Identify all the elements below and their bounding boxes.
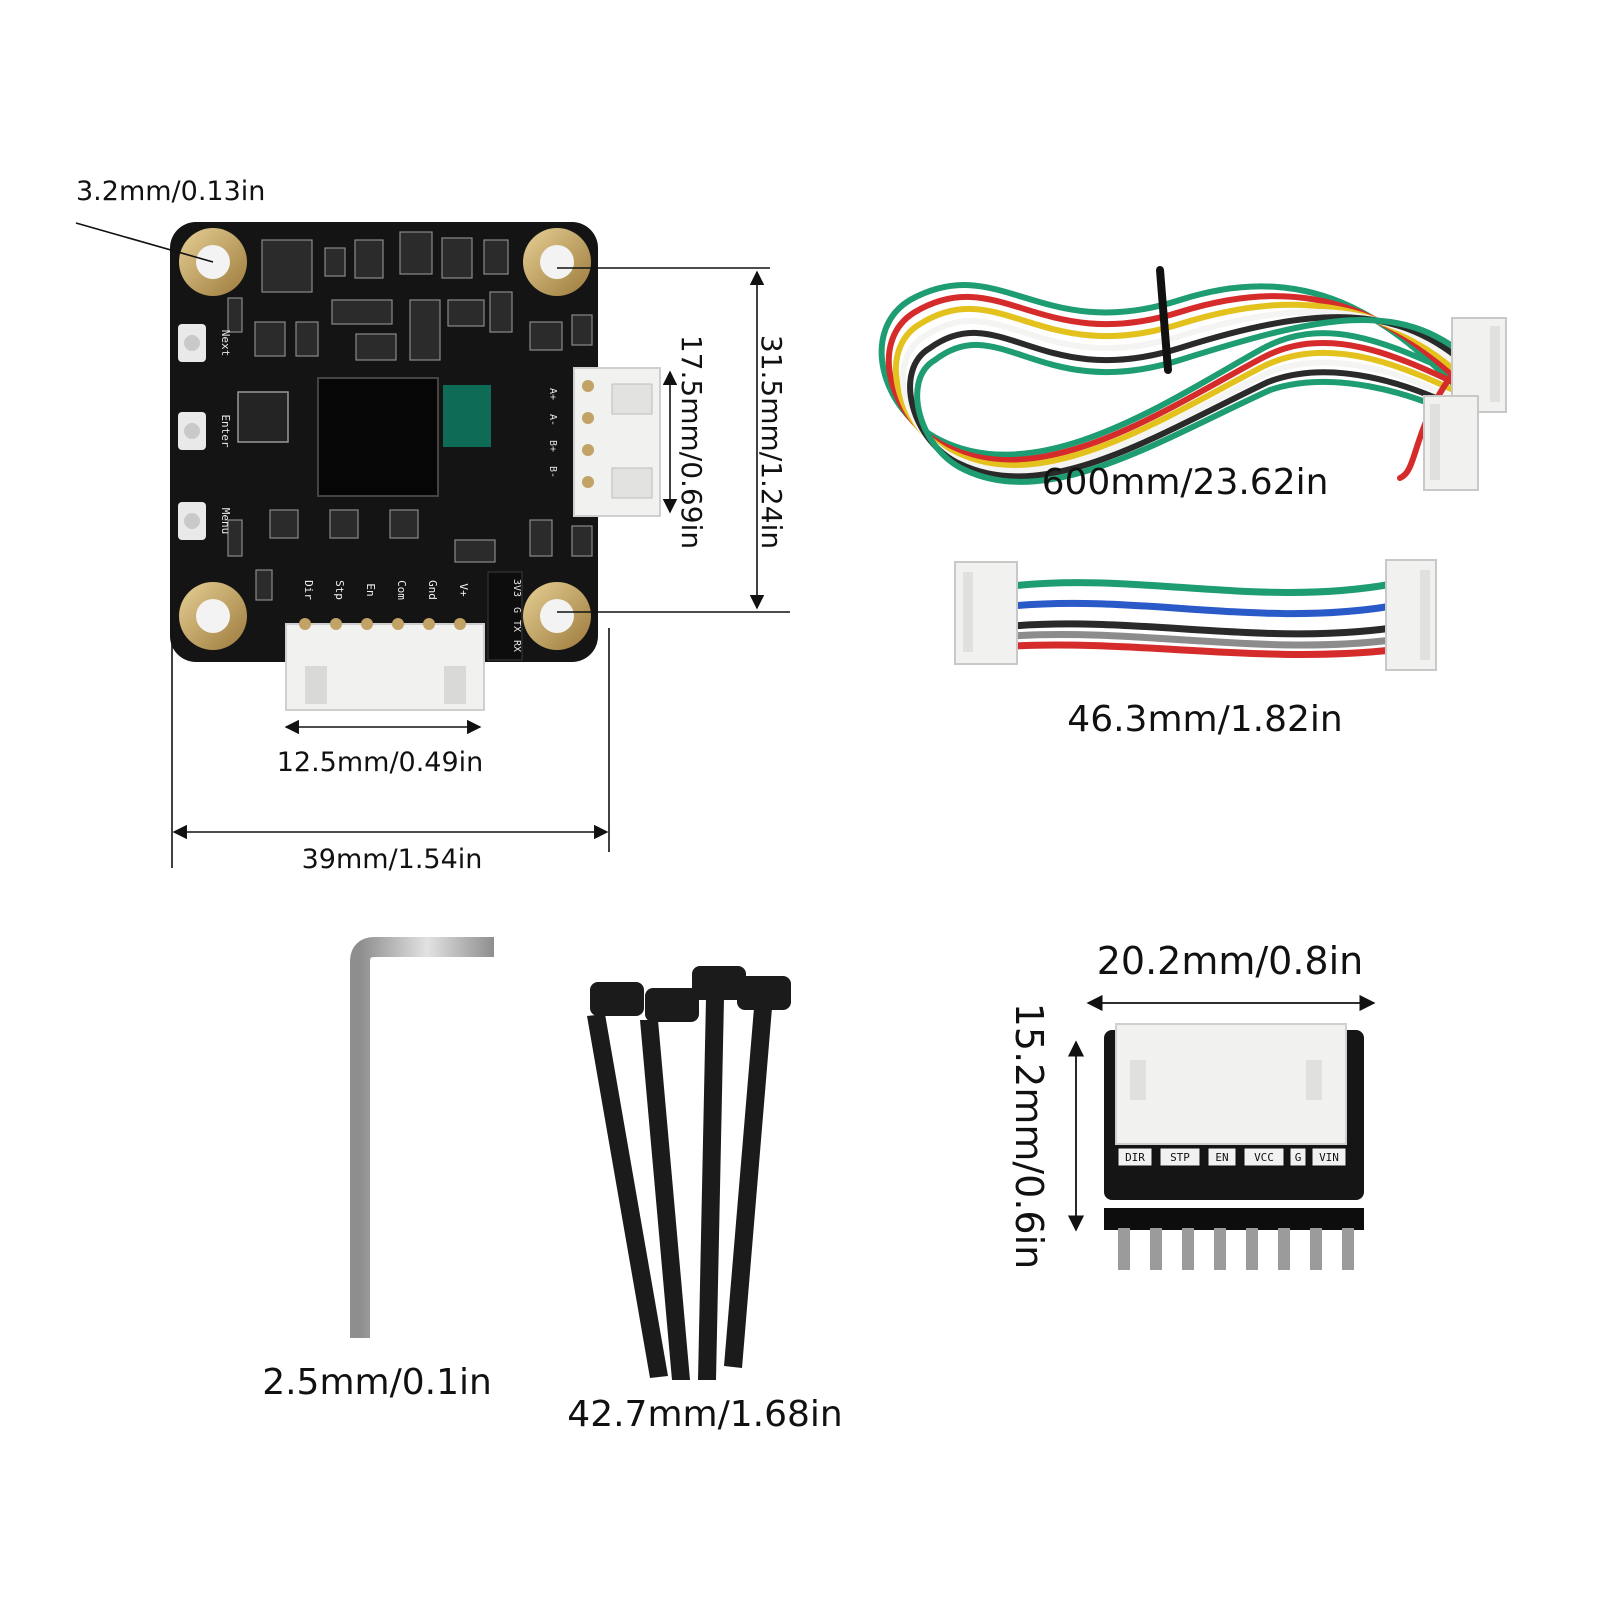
board-dimension-lines (75, 222, 790, 868)
label-board-width: 39mm/1.54in (302, 844, 483, 875)
adapter-pin-label-dir: DIR (1125, 1151, 1145, 1164)
board-pin-label-vplus: V+ (457, 583, 470, 597)
uart-pin-label-3v3: 3V3 (511, 579, 522, 597)
adapter-pin-label-en: EN (1215, 1151, 1228, 1164)
board-pin-label-stp: Stp (333, 580, 346, 600)
screw-3 (692, 966, 746, 1380)
adapter-dimension-lines (1067, 994, 1376, 1232)
screw-4 (724, 976, 791, 1368)
board-pin-label-com: Com (395, 580, 408, 600)
long-cable-plug-2 (1423, 395, 1479, 491)
signal-connector (285, 618, 485, 711)
button-enter[interactable] (178, 412, 206, 450)
button-menu-label: Menu (219, 508, 232, 535)
motor-connector (573, 367, 661, 517)
mount-hole-bottom-left (179, 582, 247, 650)
long-cable (878, 266, 1473, 485)
closed-loop-driver-board: Next Enter Menu A+ A- B+ B- (170, 222, 661, 711)
adapter-pin-label-g: G (1295, 1151, 1302, 1164)
mount-hole-bottom-right (523, 582, 591, 650)
button-enter-label: Enter (219, 414, 232, 447)
adapter-pin-label-vcc: VCC (1254, 1151, 1274, 1164)
label-adapter-height: 15.2mm/0.6in (1007, 1003, 1051, 1270)
label-short-cable: 46.3mm/1.82in (1067, 699, 1342, 740)
label-bottom-connector: 12.5mm/0.49in (277, 747, 484, 778)
motor-pin-label-a-minus: A- (547, 414, 558, 426)
motor-pin-label-b-plus: B+ (547, 440, 558, 452)
uart-pin-label-tx: TX (511, 620, 522, 632)
board-pin-label-en: En (364, 583, 377, 596)
board-green-chip (443, 385, 491, 447)
adapter-board: DIR STP EN VCC G VIN (1104, 1023, 1364, 1270)
motor-pin-label-b-minus: B- (547, 466, 558, 478)
board-pin-label-gnd: Gnd (426, 580, 439, 600)
label-long-cable: 600mm/23.62in (1042, 462, 1329, 503)
hex-wrench (350, 937, 494, 1338)
button-next[interactable] (178, 324, 206, 362)
uart-pin-label-g: G (511, 607, 522, 613)
label-connector-span: 17.5mm/0.69in (675, 335, 708, 549)
board-smd-components (227, 231, 593, 601)
board-mcu-chip (237, 391, 289, 443)
label-screw-length: 42.7mm/1.68in (567, 1394, 842, 1435)
label-board-height: 31.5mm/1.24in (755, 335, 788, 549)
button-next-label: Next (219, 330, 232, 357)
board-pin-label-dir: Dir (302, 580, 315, 600)
uart-pin-label-rx: RX (511, 640, 522, 652)
label-wrench-size: 2.5mm/0.1in (262, 1362, 492, 1403)
adapter-pin-label-vin: VIN (1319, 1151, 1339, 1164)
short-cable-plug-left (954, 561, 1018, 665)
screws (587, 966, 791, 1380)
label-hole-diameter: 3.2mm/0.13in (76, 176, 265, 207)
board-oled-display (317, 377, 439, 497)
motor-pin-label-a-plus: A+ (547, 388, 558, 400)
short-cable-plug-right (1385, 559, 1437, 671)
uart-header: 3V3 G TX RX (487, 571, 523, 661)
screw-1 (587, 982, 668, 1378)
mount-hole-top-right (523, 228, 591, 296)
button-menu[interactable] (178, 502, 206, 540)
short-cable (1008, 579, 1396, 658)
screw-2 (640, 988, 699, 1380)
label-adapter-width: 20.2mm/0.8in (1097, 939, 1364, 983)
adapter-pin-label-stp: STP (1170, 1151, 1190, 1164)
